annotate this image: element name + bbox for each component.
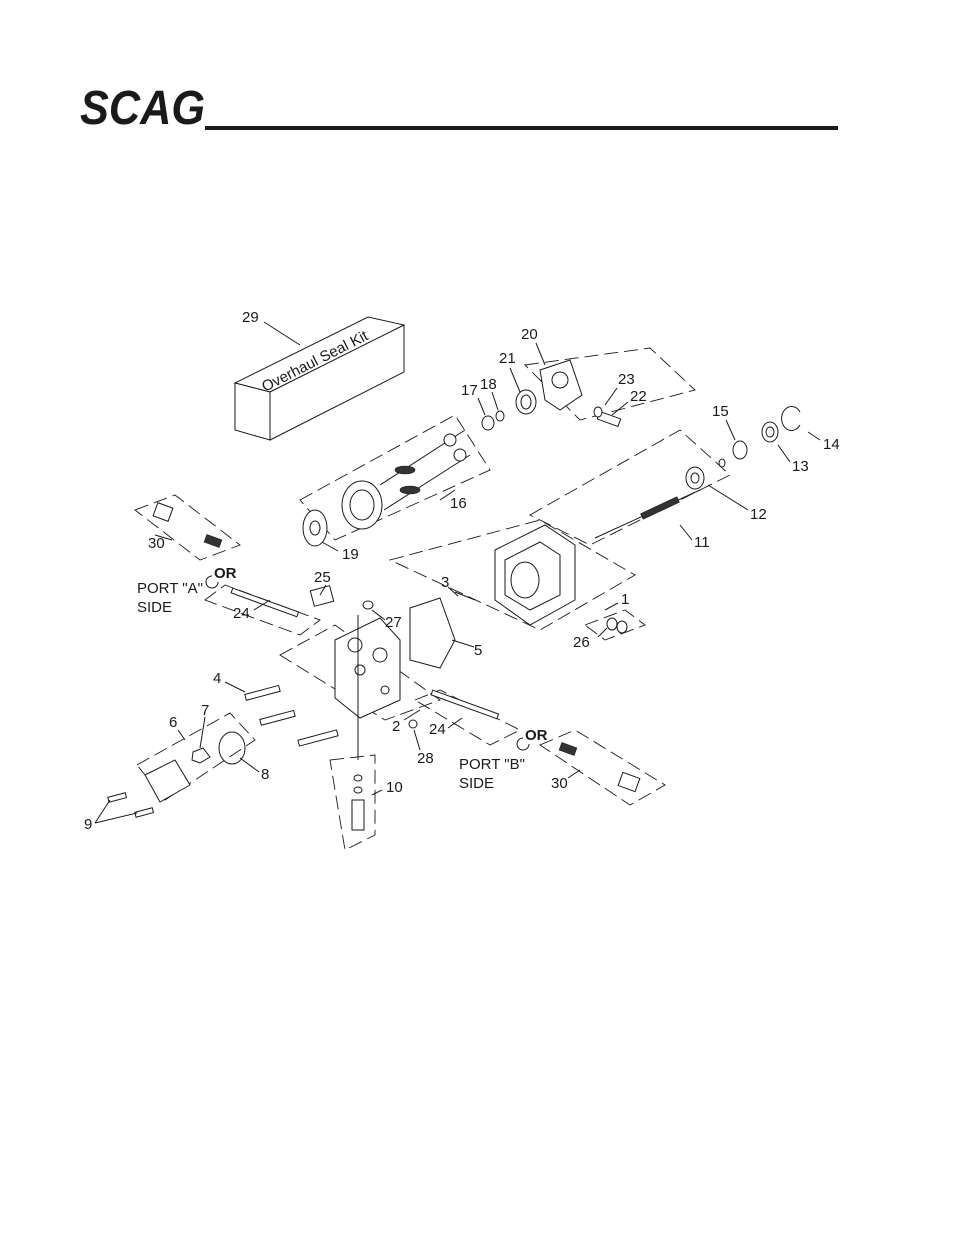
callout-21: 21	[499, 350, 516, 367]
port-b-line1: PORT "B"	[459, 756, 525, 773]
callout-30b: 30	[551, 775, 568, 792]
part-19-swash-plate	[302, 509, 328, 547]
callout-14: 14	[823, 436, 840, 453]
part-22-bolt	[593, 406, 622, 428]
callout-30a: 30	[148, 535, 165, 552]
callout-29: 29	[242, 309, 259, 326]
part-14-snap-ring	[781, 406, 801, 431]
part-9-screw-b	[134, 807, 155, 818]
logo-text: SCAG	[80, 84, 205, 128]
header-rule	[205, 126, 838, 130]
part-26-seal	[606, 617, 628, 634]
callout-28: 28	[417, 750, 434, 767]
callout-1: 1	[621, 591, 629, 608]
part-1-housing	[494, 524, 576, 626]
group-30a-outline	[134, 494, 241, 561]
callout-22: 22	[630, 388, 647, 405]
port-a-line1: PORT "A"	[137, 580, 203, 597]
port-b-line2: SIDE	[459, 775, 494, 792]
part-shaft-washer	[718, 458, 726, 468]
callout-23: 23	[618, 371, 635, 388]
leader-lines	[94, 321, 821, 824]
group-10-outline	[329, 754, 376, 851]
port-a-line2: SIDE	[137, 599, 172, 616]
part-13-seal	[761, 421, 779, 443]
callout-20: 20	[521, 326, 538, 343]
group-16-outline	[299, 414, 491, 541]
callout-16: 16	[450, 495, 467, 512]
part-12-bearing	[685, 466, 705, 490]
group-30b-outline	[539, 729, 666, 806]
overhaul-seal-kit-box: Overhaul Seal Kit	[233, 316, 406, 441]
callout-26: 26	[573, 634, 590, 651]
part-9-screw-a	[107, 792, 128, 803]
callout-7: 7	[201, 702, 209, 719]
callout-17: 17	[461, 382, 478, 399]
part-25-plate	[309, 585, 335, 607]
callout-10: 10	[386, 779, 403, 796]
part-28-plug	[408, 719, 418, 729]
part-15-oring	[732, 440, 748, 460]
part-6-cover	[144, 759, 191, 803]
callout-13: 13	[792, 458, 809, 475]
part-2-end-cap	[334, 617, 401, 719]
callout-24b: 24	[429, 721, 446, 738]
or-arrow-a-icon	[205, 575, 219, 589]
scag-logo: SCAG	[80, 84, 205, 128]
callout-5: 5	[474, 642, 482, 659]
part-16-rotating-group	[341, 429, 471, 530]
callout-15: 15	[712, 403, 729, 420]
part-10-valve	[351, 615, 365, 831]
group-26-outline	[584, 609, 646, 641]
callout-11: 11	[694, 534, 710, 551]
or-symbol-b: OR	[525, 727, 548, 744]
group-3-housing-outline	[388, 519, 636, 631]
part-18-ring	[495, 410, 505, 422]
callout-24a: 24	[233, 605, 250, 622]
part-11-shaft	[594, 489, 701, 539]
part-3-pin	[454, 591, 476, 601]
callout-2: 2	[392, 718, 400, 735]
callout-25: 25	[314, 569, 331, 586]
callout-27: 27	[385, 614, 402, 631]
callout-9: 9	[84, 816, 92, 833]
callout-4: 4	[213, 670, 221, 687]
callout-19: 19	[342, 546, 359, 563]
part-8-oring	[218, 731, 246, 765]
part-30b-relief-valve	[558, 742, 641, 793]
callout-12: 12	[750, 506, 767, 523]
part-17-washer	[481, 415, 495, 431]
part-20-flange	[539, 359, 583, 411]
callout-3: 3	[441, 574, 449, 591]
part-21-bearing	[515, 389, 537, 415]
part-5-gasket	[409, 597, 456, 669]
group-24a-outline	[204, 584, 321, 636]
or-arrow-b-icon	[516, 737, 530, 751]
part-30a-relief-valve	[152, 502, 223, 548]
callout-8: 8	[261, 766, 269, 783]
part-27-plug	[362, 600, 374, 610]
callout-18: 18	[480, 376, 497, 393]
part-24b-check-valve	[430, 689, 500, 720]
part-7-nut	[191, 747, 211, 764]
callout-6: 6	[169, 714, 177, 731]
or-symbol-a: OR	[214, 565, 237, 582]
part-4-bolts	[244, 684, 339, 747]
part-24a-check-valve	[230, 587, 300, 618]
